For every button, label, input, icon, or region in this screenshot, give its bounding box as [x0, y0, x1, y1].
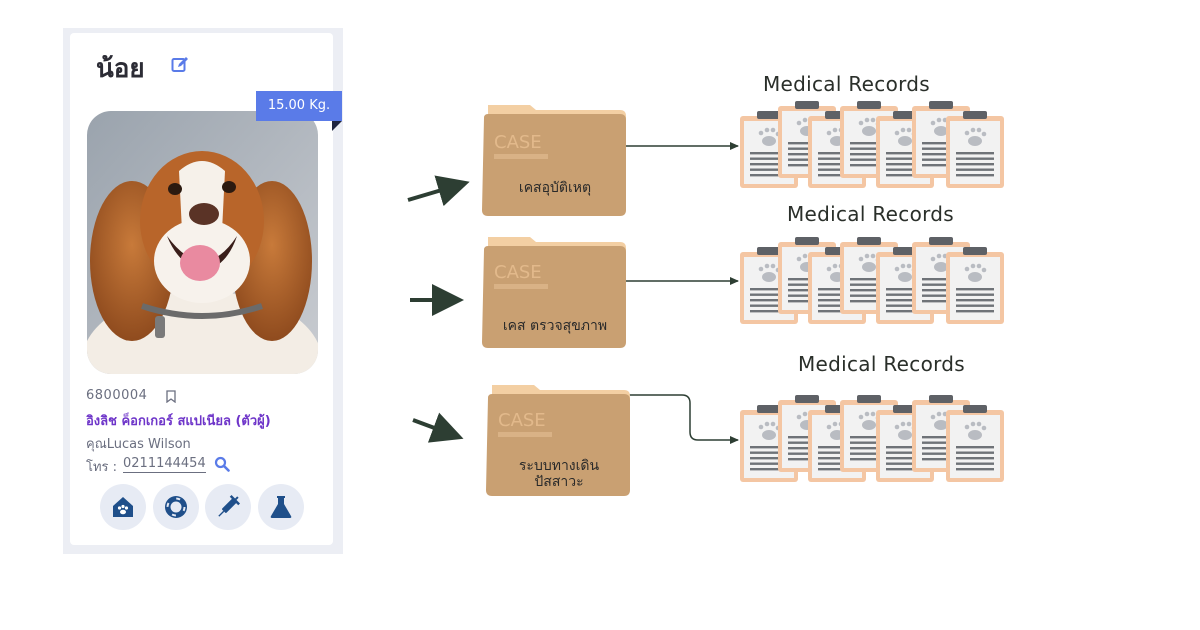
edit-icon[interactable]: [171, 56, 189, 74]
records-stack-svg: [740, 237, 1004, 324]
folder-case-text-3: CASE: [498, 410, 546, 431]
pet-house-button[interactable]: [100, 484, 146, 530]
bookmark-icon[interactable]: [166, 390, 176, 403]
flask-icon: [270, 496, 292, 518]
syringe-icon: [218, 494, 241, 517]
records-title-3: Medical Records: [798, 352, 965, 376]
case-label-urinary: ระบบทางเดิน ปัสสาวะ: [486, 458, 632, 490]
vaccine-button[interactable]: [205, 484, 251, 530]
pet-name: น้อย: [96, 54, 145, 84]
pet-photo: [87, 111, 318, 374]
phone-number[interactable]: 0211144454: [123, 456, 206, 473]
weight-badge: 15.00 Kg.: [256, 91, 342, 121]
incoming-arrow-1: [407, 175, 470, 207]
incoming-arrow-3: [412, 412, 464, 443]
medical-record-icon: [946, 111, 1004, 188]
search-icon[interactable]: [214, 456, 230, 472]
pet-house-icon: [113, 497, 133, 517]
phone-label: โทร :: [86, 460, 118, 475]
case-folder-accident[interactable]: CASE: [480, 100, 630, 220]
case-label-urinary-line2: ปัสสาวะ: [534, 474, 584, 490]
lab-button[interactable]: [258, 484, 304, 530]
emergency-button[interactable]: [153, 484, 199, 530]
pet-breed: อิงลิช ค็อกเกอร์ สแปเนียล (ตัวผู้): [86, 414, 271, 429]
lifebuoy-icon: [165, 496, 187, 518]
records-title-2: Medical Records: [787, 202, 954, 226]
case-label-urinary-line1: ระบบทางเดิน: [518, 458, 600, 474]
records-stack-3: [740, 394, 1010, 486]
records-stack-1: [740, 100, 1010, 192]
records-title-1: Medical Records: [763, 72, 930, 96]
pet-id: 6800004: [86, 388, 148, 403]
records-stack-2: [740, 236, 1010, 328]
folder-case-text-2: CASE: [494, 262, 542, 283]
connector-3: [614, 394, 739, 444]
case-folder-checkup[interactable]: CASE: [480, 232, 630, 352]
owner-name: คุณLucas Wilson: [86, 437, 191, 452]
badge-fold: [332, 121, 342, 131]
records-stack-svg: [740, 101, 1004, 188]
medical-record-icon: [946, 247, 1004, 324]
medical-record-icon: [946, 405, 1004, 482]
case-folder-urinary[interactable]: CASE: [484, 380, 634, 500]
case-label-accident: เคสอุบัติเหตุ: [518, 180, 592, 196]
records-stack-svg: [740, 395, 1004, 482]
case-label-checkup: เคส ตรวจสุขภาพ: [502, 318, 608, 334]
folder-case-text-1: CASE: [494, 132, 542, 153]
